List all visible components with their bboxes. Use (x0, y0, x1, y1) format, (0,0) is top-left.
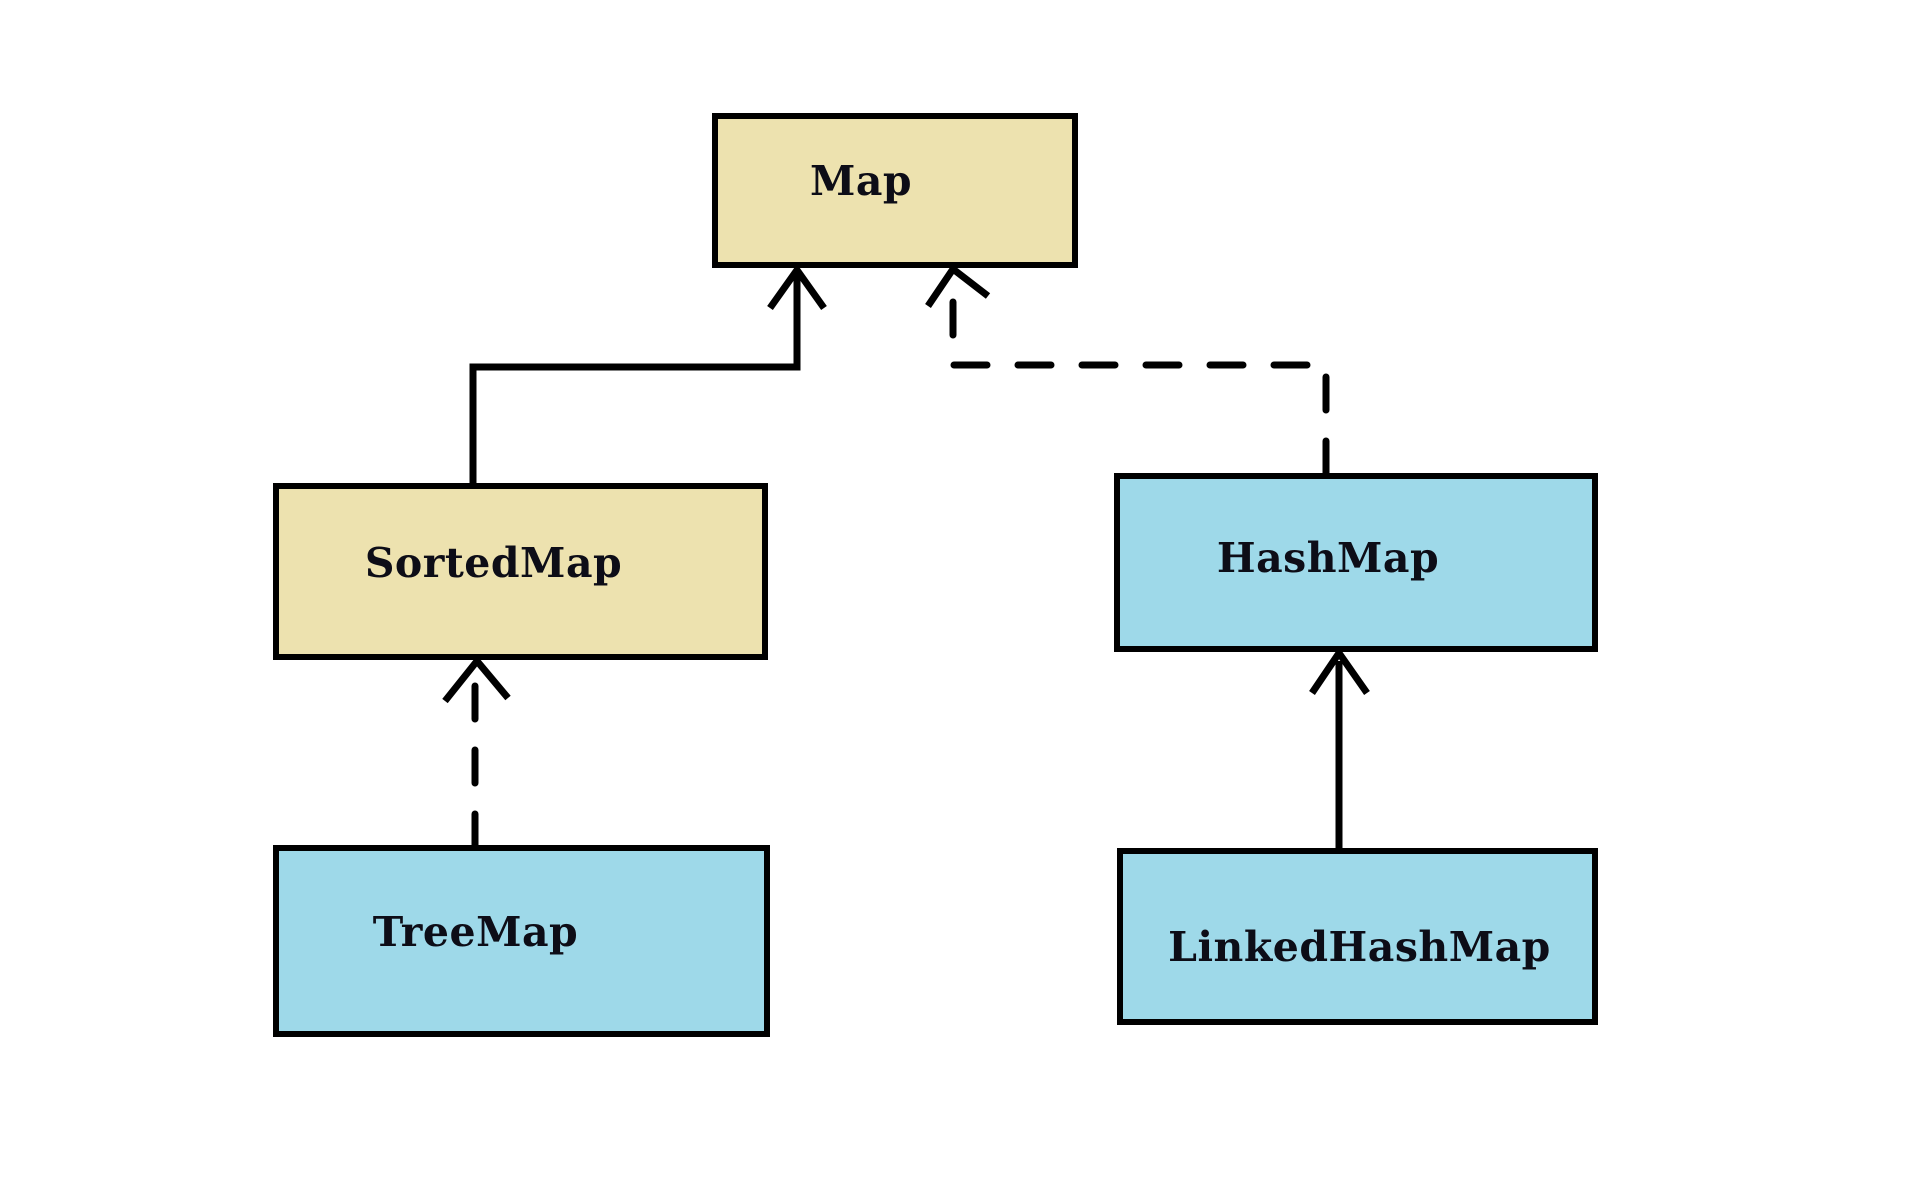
node-map: Map (712, 113, 1078, 268)
node-linkedhashmap: LinkedHashMap (1117, 848, 1598, 1025)
edge-sortedmap-map-arrowhead (767, 263, 827, 311)
node-sortedmap: SortedMap (273, 483, 768, 660)
node-treemap-label: TreeMap (372, 908, 579, 956)
edge-sortedmap-map-line (469, 275, 801, 486)
node-hashmap-label: HashMap (1216, 533, 1440, 582)
edge-linkedhashmap-hashmap-arrowhead (1309, 646, 1370, 696)
node-hashmap: HashMap (1114, 473, 1598, 652)
node-sortedmap-label: SortedMap (364, 538, 623, 587)
node-linkedhashmap-label: LinkedHashMap (1168, 922, 1551, 971)
node-map-label: Map (809, 156, 913, 205)
edge-hashmap-map-arrowhead (925, 263, 991, 308)
edge-hashmap-map-line (949, 274, 1330, 478)
edge-treemap-sortedmap-arrowhead (442, 655, 511, 704)
node-treemap: TreeMap (273, 845, 770, 1037)
